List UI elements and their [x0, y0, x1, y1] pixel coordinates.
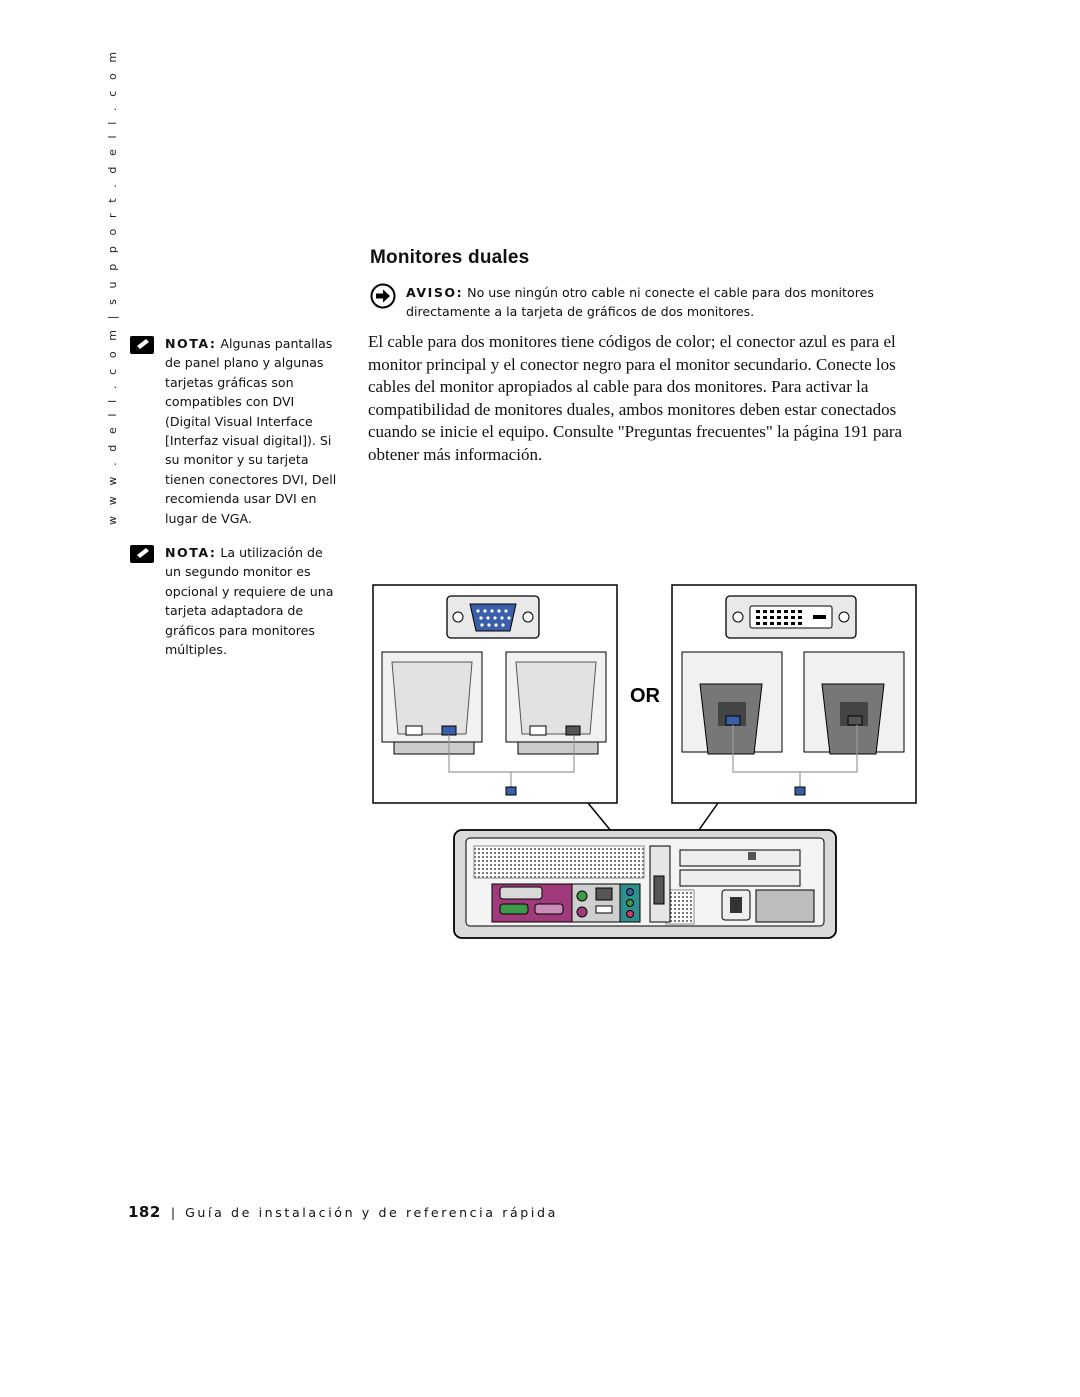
note-label: NOTA:: [165, 545, 217, 560]
note-dvi: NOTA: Algunas pantallas de panel plano y…: [130, 334, 340, 528]
note-label: NOTA:: [165, 336, 217, 351]
note-text: Algunas pantallas de panel plano y algun…: [165, 336, 337, 526]
note-second-monitor: NOTA: La utilización de un segundo monit…: [130, 543, 340, 659]
dvi-dual-cable: [732, 725, 858, 789]
vga-connector-icon: [446, 595, 540, 639]
footer-separator: |: [170, 1205, 176, 1220]
footer-title: Guía de instalación y de referencia rápi…: [185, 1205, 558, 1220]
sidebar-url: w w w . d e l l . c o m | s u p p o r t …: [96, 48, 119, 525]
flat-panel-monitor-primary: [681, 651, 783, 755]
notice-text: No use ningún otro cable ni conecte el c…: [406, 285, 874, 320]
section-title: Monitores duales: [370, 247, 530, 268]
vga-dual-cable: [448, 735, 575, 789]
note-text: La utilización de un segundo monitor es …: [165, 545, 334, 658]
notice-label: AVISO:: [406, 285, 464, 300]
note-pencil-icon: [130, 336, 154, 354]
dvi-connector-icon: [725, 595, 857, 639]
dual-monitor-connection-figure: OR: [372, 584, 917, 939]
crt-monitor-primary: [381, 651, 483, 755]
note-pencil-icon: [130, 545, 154, 563]
notice-arrow-icon: [370, 283, 396, 309]
notice-aviso: AVISO: No use ningún otro cable ni conec…: [370, 283, 920, 322]
page-number: 182: [128, 1203, 161, 1221]
body-paragraph: El cable para dos monitores tiene código…: [368, 332, 903, 464]
sidebar-url-text: w w w . d e l l . c o m | s u p p o r t …: [106, 48, 119, 525]
crt-monitor-secondary: [505, 651, 607, 755]
page-footer: 182 | Guía de instalación y de referencia …: [128, 1203, 558, 1221]
flat-panel-monitor-secondary: [803, 651, 905, 755]
or-label: OR: [630, 685, 661, 707]
computer-back-panel: [453, 829, 837, 939]
